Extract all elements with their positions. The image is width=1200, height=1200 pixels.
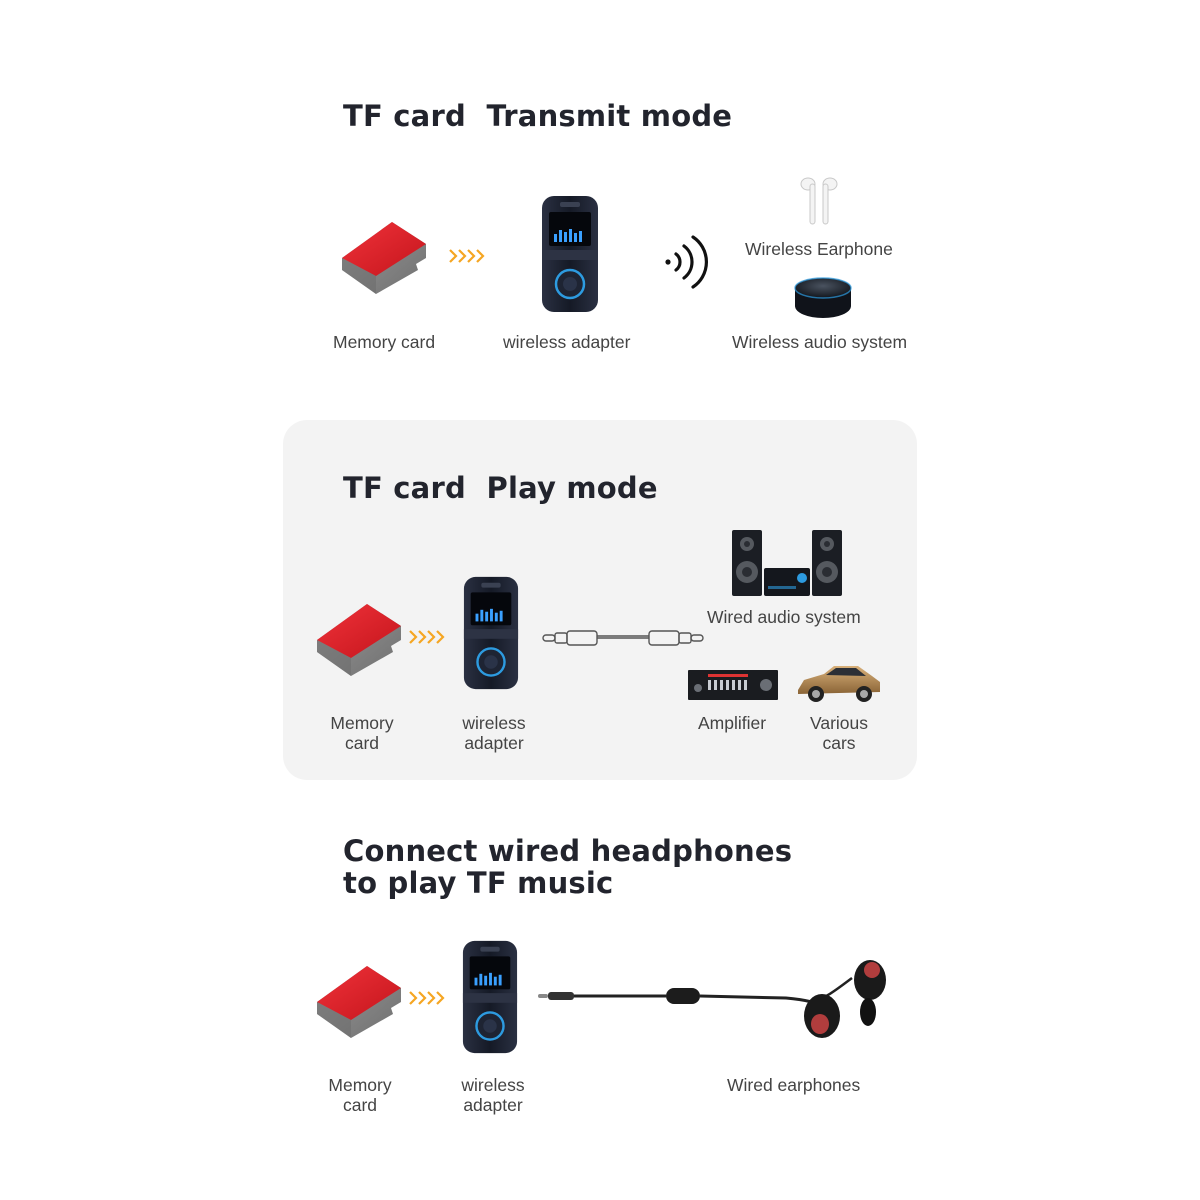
wireless-adapter-icon bbox=[462, 940, 518, 1054]
amplifier-label: Amplifier bbox=[698, 713, 767, 733]
memory-card-label-1: Memory card bbox=[333, 332, 436, 352]
amplifier-icon bbox=[688, 670, 778, 700]
chevron-arrows-icon bbox=[409, 630, 445, 644]
play-mode-panel bbox=[283, 420, 917, 780]
wireless-adapter-label-2: wireless adapter bbox=[462, 713, 526, 753]
wireless-adapter-label-1: wireless adapter bbox=[503, 332, 631, 352]
in-ear-earphones-icon bbox=[538, 960, 886, 1038]
chevron-arrows-icon bbox=[449, 249, 485, 263]
section3-title-line1: Connect wired headphones bbox=[343, 834, 793, 868]
memory-card-label-2: Memory card bbox=[330, 713, 394, 753]
wired-audio-system-label: Wired audio system bbox=[707, 607, 861, 627]
wireless-adapter-icon bbox=[542, 196, 598, 312]
car-icon bbox=[798, 666, 880, 702]
aux-cable-icon bbox=[542, 630, 704, 646]
section2-title: TF card Play mode bbox=[343, 471, 658, 505]
wireless-earphone-label: Wireless Earphone bbox=[745, 239, 893, 259]
section1-title: TF card Transmit mode bbox=[343, 99, 733, 133]
memory-card-icon bbox=[342, 222, 426, 294]
memory-card-icon bbox=[317, 604, 401, 676]
various-cars-label: Various cars bbox=[809, 713, 869, 753]
chevron-arrows-icon bbox=[409, 991, 445, 1005]
hifi-speakers-icon bbox=[732, 530, 842, 596]
wireless-signal-icon bbox=[665, 235, 708, 289]
wired-earphones-label: Wired earphones bbox=[727, 1075, 861, 1095]
airpods-icon bbox=[800, 177, 838, 225]
wireless-audio-system-label: Wireless audio system bbox=[732, 332, 908, 352]
wireless-adapter-label-3: wireless adapter bbox=[461, 1075, 525, 1115]
memory-card-icon bbox=[317, 966, 401, 1038]
memory-card-label-3: Memory card bbox=[328, 1075, 392, 1115]
smart-speaker-icon bbox=[794, 277, 852, 318]
section3-title-line2: to play TF music bbox=[343, 866, 614, 900]
wireless-adapter-icon bbox=[463, 576, 519, 690]
